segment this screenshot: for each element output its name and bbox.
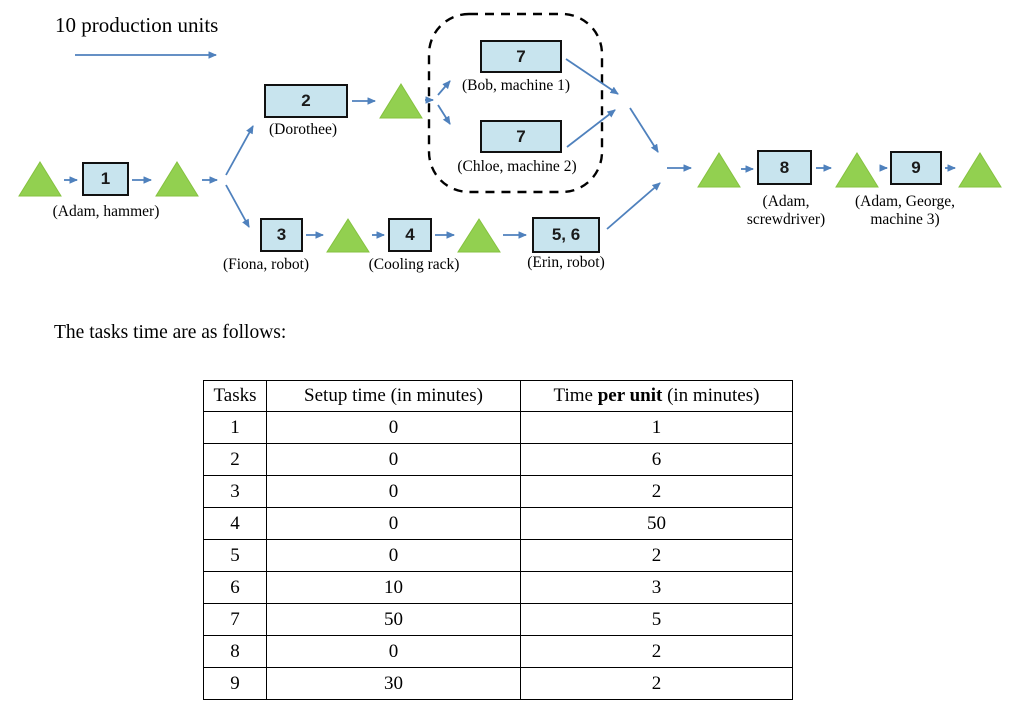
task-label-8: (Adam, screwdriver) [746,193,826,228]
table-cell-setup: 0 [266,411,521,444]
task-label-1: (Adam, hammer) [52,203,160,220]
table-cell-task: 4 [203,507,267,540]
diagram-title: 10 production units [55,13,219,37]
table-cell-task: 6 [203,571,267,604]
task-label-4: (Cooling rack) [368,256,460,273]
task-label-5-6: (Erin, robot) [527,254,605,271]
table-cell-per_unit: 2 [520,475,793,508]
task-box-7a: 7 [480,40,562,73]
table-cell-setup: 0 [266,475,521,508]
inventory-triangle [155,161,199,197]
branch-arrow-up [225,125,254,176]
task-box-7b: 7 [480,120,562,153]
table-caption: The tasks time are as follows: [54,322,287,343]
table-cell-task: 7 [203,603,267,636]
inventory-triangle [457,218,501,253]
header-bold-text: per unit [597,385,663,406]
merge-arrow-from-56 [606,182,661,230]
table-cell-setup: 10 [266,571,521,604]
table-cell-task: 2 [203,443,267,476]
inventory-triangle [697,152,741,188]
col-header-time-per-unit: Time per unit (in minutes) [520,380,793,412]
merge-arrow-from-7b [566,109,616,148]
task-box-1: 1 [82,162,129,196]
table-cell-setup: 0 [266,635,521,668]
task-label-7b: (Chloe, machine 2) [457,158,577,175]
table-header-row: Tasks Setup time (in minutes) Time per u… [203,380,793,412]
inventory-triangle [326,218,370,253]
table-cell-setup: 30 [266,667,521,700]
col-header-setup-time: Setup time (in minutes) [266,380,521,412]
table-cell-per_unit: 5 [520,603,793,636]
table-cell-task: 9 [203,667,267,700]
task-box-9: 9 [890,151,942,185]
inventory-triangle [835,152,879,188]
split-arrow-up [437,80,451,96]
table-cell-setup: 0 [266,507,521,540]
table-cell-per_unit: 1 [520,411,793,444]
table-cell-task: 8 [203,635,267,668]
task-box-5-6: 5, 6 [532,217,600,253]
table-cell-per_unit: 2 [520,539,793,572]
table-cell-task: 1 [203,411,267,444]
task-label-9: (Adam, George, machine 3) [854,193,955,228]
table-cell-per_unit: 3 [520,571,793,604]
table-cell-per_unit: 2 [520,635,793,668]
branch-arrow-down [225,184,250,228]
table-cell-setup: 0 [266,539,521,572]
process-flow-diagram: 10 production units [0,0,1024,310]
table-cell-setup: 50 [266,603,521,636]
task-label-7a: (Bob, machine 1) [461,77,571,94]
table-cell-per_unit: 2 [520,667,793,700]
inventory-triangle [379,83,423,119]
task-box-4: 4 [388,218,432,252]
table-cell-task: 5 [203,539,267,572]
table-cell-task: 3 [203,475,267,508]
task-box-2: 2 [264,84,348,118]
header-text: (in minutes) [662,385,760,406]
merge-down-arrow [629,107,659,153]
task-label-2: (Dorothee) [269,121,337,138]
flow-arrows-layer [18,12,1002,253]
task-times-table: Tasks Setup time (in minutes) Time per u… [203,380,793,700]
inventory-triangle [18,161,62,197]
header-text: Time [553,385,598,406]
col-header-tasks: Tasks [203,380,267,412]
split-arrow-down [437,104,451,125]
task-label-3: (Fiona, robot) [222,256,310,273]
table-cell-per_unit: 50 [520,507,793,540]
merge-arrow-from-7a [565,58,619,95]
table-cell-per_unit: 6 [520,443,793,476]
table-cell-setup: 0 [266,443,521,476]
inventory-triangle [958,152,1002,188]
task-box-3: 3 [260,218,303,252]
task-box-8: 8 [757,150,812,185]
